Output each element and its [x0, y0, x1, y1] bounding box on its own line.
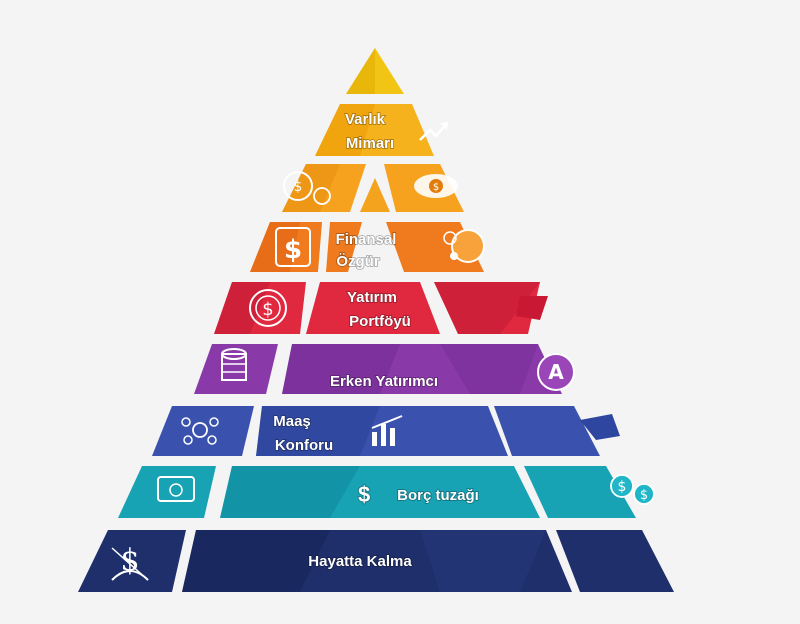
- eye-money-icon: $: [414, 174, 458, 198]
- dollar-sign-icon: $: [358, 482, 370, 507]
- currency-swirl-icon: $: [111, 543, 149, 581]
- label-finansal-2: Özgür: [336, 253, 379, 270]
- label-varlik-1: Varlık: [345, 111, 386, 128]
- svg-text:$: $: [433, 182, 439, 193]
- svg-text:$: $: [640, 488, 648, 503]
- label-varlik-2: Mimarı: [346, 135, 394, 152]
- bar-chart-icon: [371, 415, 403, 446]
- label-finansal-1: Finansal: [336, 231, 397, 248]
- level-hayatta-left: [78, 530, 186, 592]
- svg-text:$: $: [294, 179, 303, 195]
- coin-cluster-icon: $: [283, 171, 331, 205]
- coin-stack-icon: [221, 348, 247, 381]
- dollar-coin-icon: $: [249, 289, 287, 327]
- level-finansal-center: [326, 222, 362, 272]
- dollar-box-icon: [275, 227, 311, 267]
- level-gold-center: [360, 178, 390, 212]
- level-borc-right: [524, 466, 636, 518]
- level-borc-left: [118, 466, 216, 518]
- label-maas-2: Konforu: [275, 437, 333, 454]
- svg-text:A: A: [548, 360, 564, 384]
- label-hayatta: Hayatta Kalma: [308, 553, 412, 570]
- level-yatirim-right: [434, 282, 540, 334]
- level-borc-main: [220, 466, 540, 518]
- monitor-icon: [157, 476, 195, 502]
- double-dollar-icon: $ $: [610, 474, 655, 505]
- moneybag-icon: [443, 229, 485, 263]
- label-yatirim-1: Yatırım: [347, 289, 397, 306]
- level-erken-left: [194, 344, 278, 394]
- label-yatirim-2: Portföyü: [349, 313, 411, 330]
- dollar-symbol: $: [284, 235, 302, 265]
- growth-arrow-icon: [419, 121, 449, 141]
- level-hayatta-right: [556, 530, 674, 592]
- level-varlik: [315, 104, 434, 156]
- svg-text:$: $: [618, 479, 627, 495]
- svg-text:$: $: [262, 299, 273, 320]
- level-maas-right: [494, 406, 600, 456]
- level-yatirim-left: [214, 282, 306, 334]
- svg-text:$: $: [120, 543, 139, 578]
- label-erken: Erken Yatırımcı: [330, 373, 438, 390]
- label-maas-1: Maaş: [273, 413, 311, 430]
- label-borc: Borç tuzağı: [397, 487, 479, 504]
- level-erken-main: [282, 344, 562, 394]
- network-icon: [181, 417, 219, 445]
- level-yatirim-center: [306, 282, 440, 334]
- level-maas-left: [152, 406, 254, 456]
- letter-a-badge-icon: A: [537, 353, 575, 391]
